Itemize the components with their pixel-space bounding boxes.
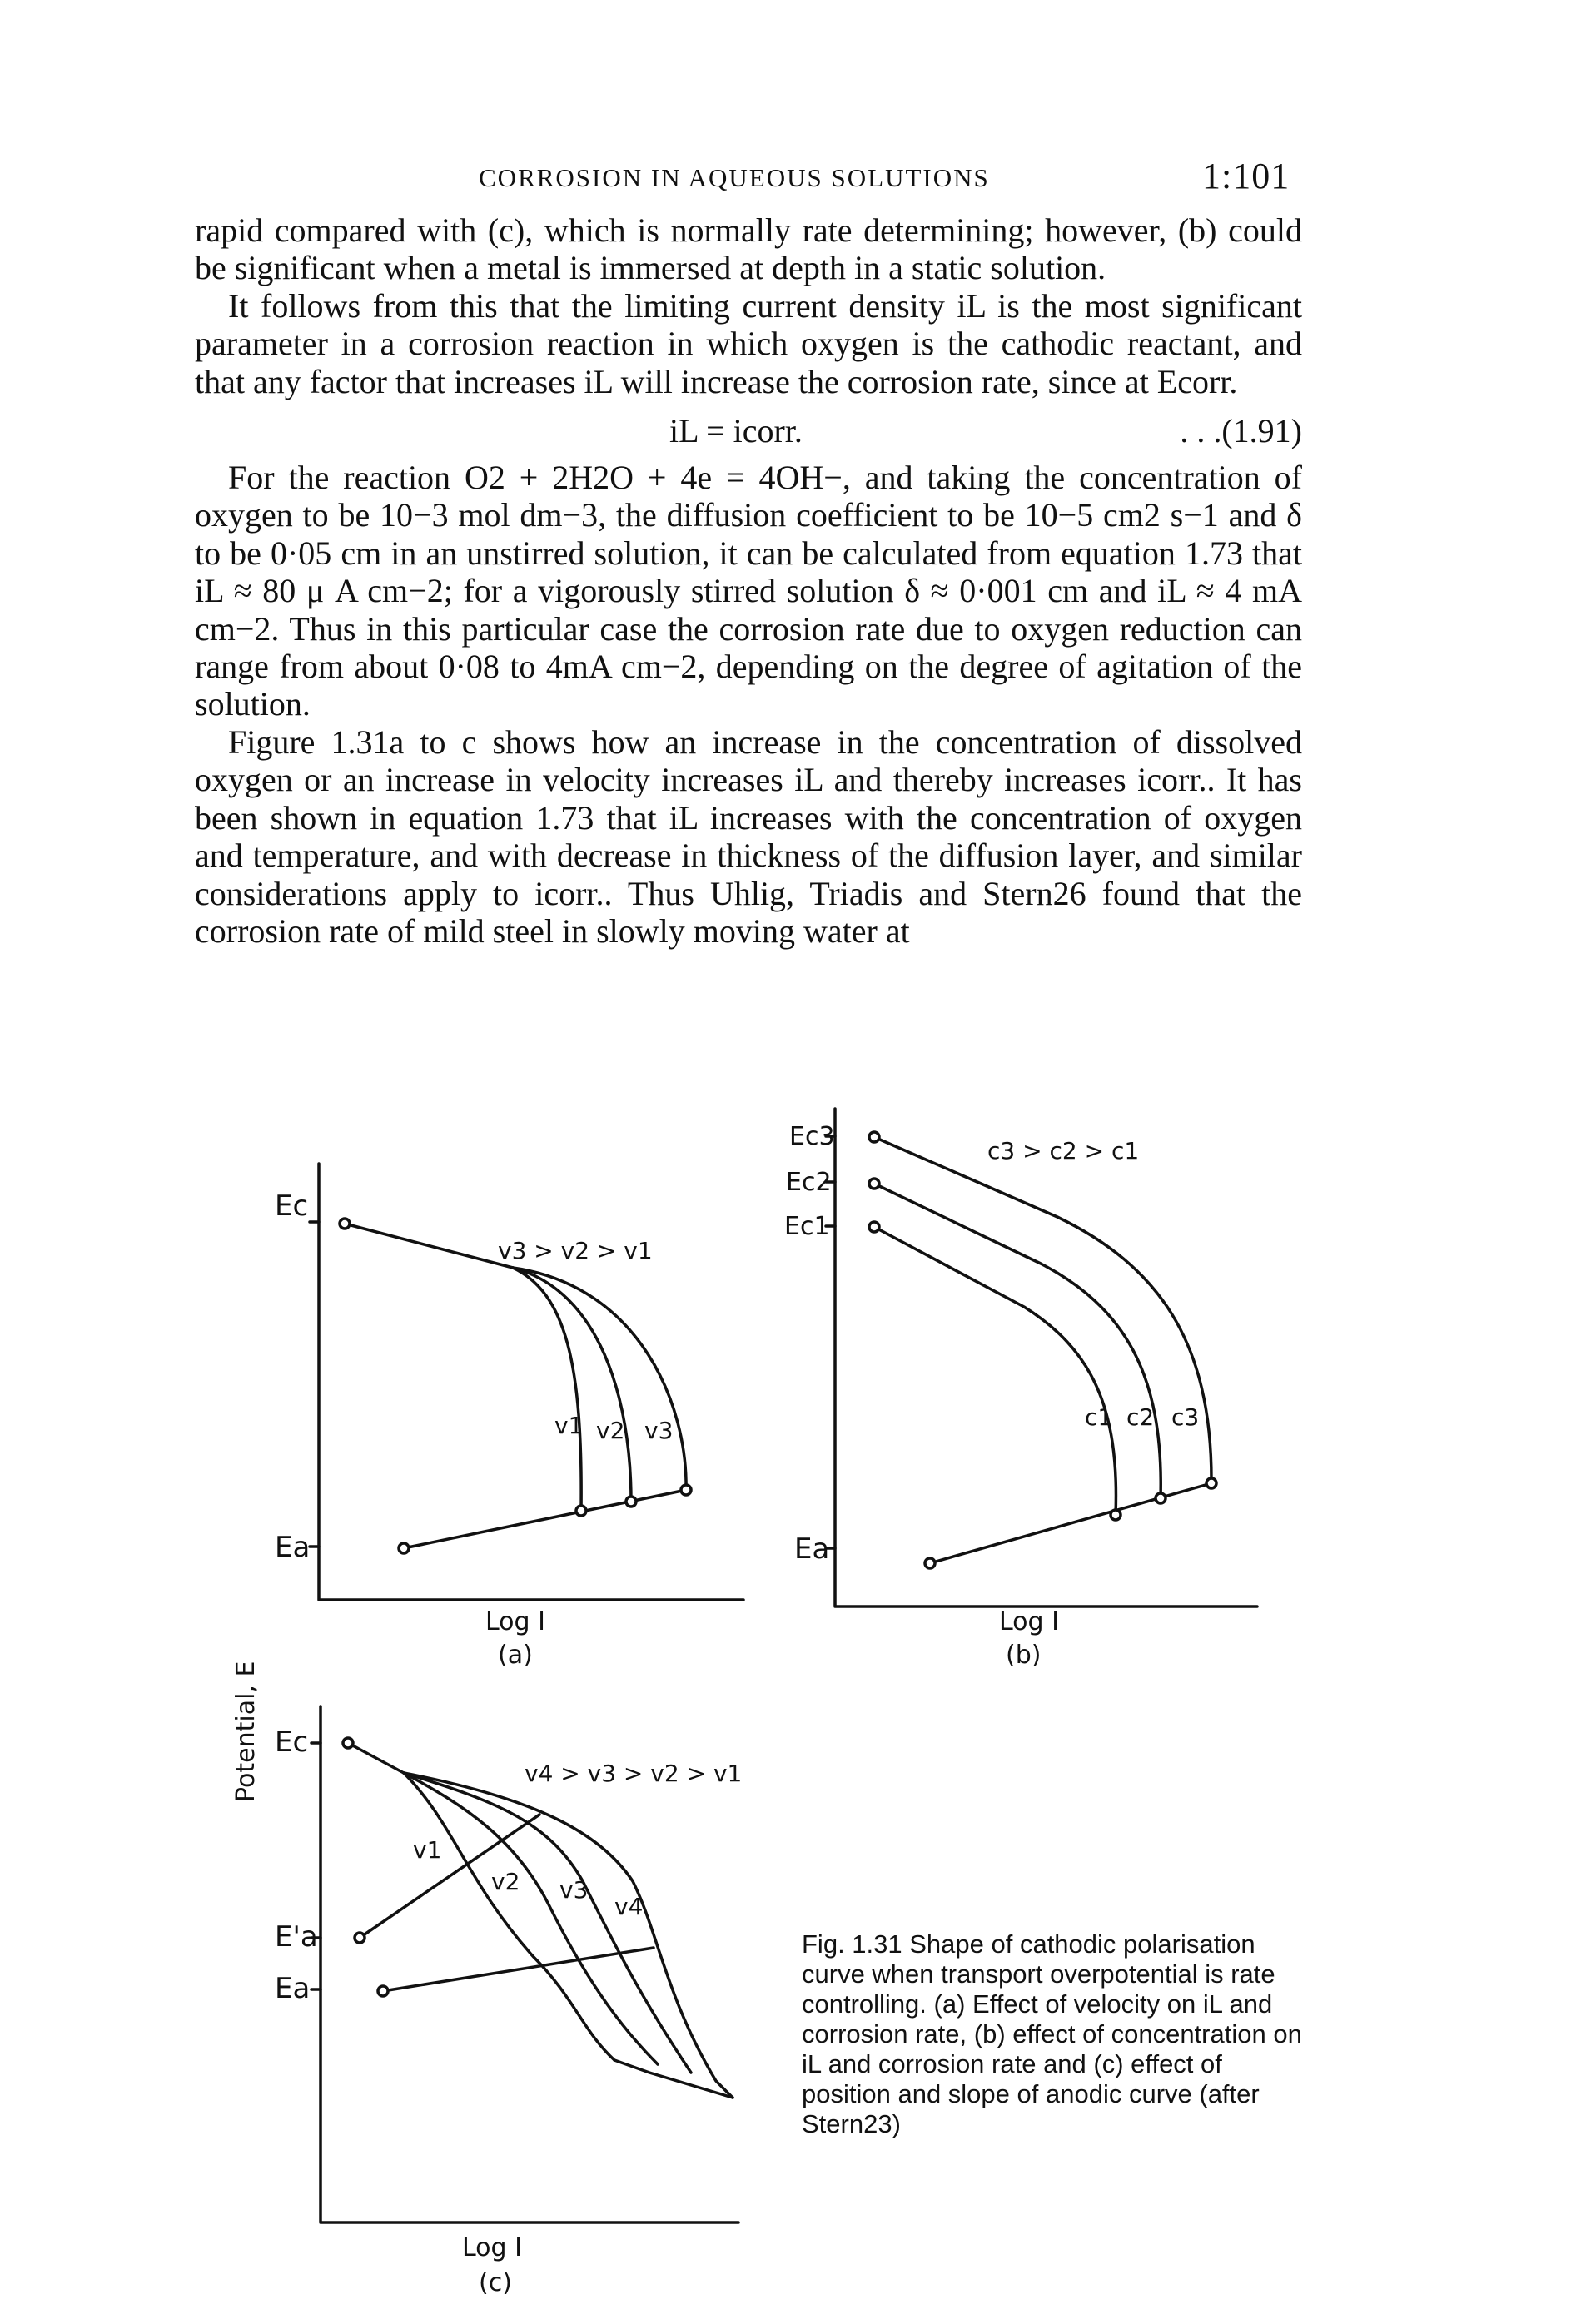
panel-c-curve-label-v3: v3 <box>559 1876 588 1904</box>
paragraph-2: It follows from this that the limiting c… <box>195 286 1302 400</box>
panel-b-tag: (b) <box>1006 1641 1041 1670</box>
panel-a-intersection-v2 <box>624 1495 638 1508</box>
panel-b <box>824 1107 1259 1608</box>
panel-a-intersection-v3 <box>679 1483 693 1497</box>
panel-a-axes <box>317 1162 745 1601</box>
paragraph-4: Figure 1.31a to c shows how an increase … <box>195 723 1302 950</box>
panel-c <box>310 1705 740 2224</box>
panel-c-anodic-steep <box>358 1813 541 1939</box>
panel-b-curve-label-c3: c3 <box>1171 1403 1199 1431</box>
panel-a-curve-v2 <box>511 1266 633 1503</box>
panel-a-ec-label: Ec <box>275 1189 308 1223</box>
panel-c-ea-prime-label: E'a <box>275 1920 318 1954</box>
panel-a-ea-label: Ea <box>275 1531 310 1564</box>
panel-b-intersection-c2 <box>1154 1492 1167 1505</box>
panel-c-ec-point <box>341 1736 355 1750</box>
panel-b-ec3-label: Ec3 <box>789 1122 835 1151</box>
panel-c-curve-v3 <box>402 1771 693 2074</box>
panel-a-xlabel: Log I <box>485 1607 545 1636</box>
panel-a-ea-point <box>397 1542 410 1555</box>
panel-b-intersection-c1 <box>1109 1508 1122 1522</box>
panel-b-ec1-label: Ec1 <box>784 1212 830 1241</box>
panel-b-axes <box>833 1107 1259 1608</box>
panel-b-ec3-point <box>868 1130 881 1144</box>
panel-c-inequality: v4 > v3 > v2 > v1 <box>525 1760 742 1787</box>
panel-a-curve-v1 <box>511 1266 583 1512</box>
panel-a-tag: (a) <box>498 1641 533 1670</box>
panel-c-ec-label: Ec <box>275 1726 308 1759</box>
page-number: 1:101 <box>1202 156 1290 196</box>
panel-a-curve-label-v2: v2 <box>596 1417 624 1444</box>
panel-c-tail <box>613 2058 734 2099</box>
panel-c-curve-v1 <box>402 1771 616 2062</box>
running-head: CORROSION IN AQUEOUS SOLUTIONS <box>479 163 990 192</box>
paragraph-3: For the reaction O2 + 2H2O + 4e = 4OH−, … <box>195 459 1302 723</box>
panel-c-curve-v2 <box>402 1771 659 2066</box>
panel-c-curve-label-v2: v2 <box>491 1868 520 1895</box>
paragraph-1: rapid compared with (c), which is normal… <box>195 211 1302 287</box>
panel-a <box>308 1162 745 1601</box>
panel-b-curve-c1 <box>873 1225 1118 1517</box>
panel-c-ea-label: Ea <box>275 1972 310 2005</box>
panel-b-intersection-c3 <box>1205 1477 1218 1490</box>
panel-a-intersection-v1 <box>574 1504 588 1517</box>
equation-number: . . .(1.91) <box>1180 412 1302 450</box>
body-text: rapid compared with (c), which is normal… <box>195 211 1302 950</box>
panel-b-curve-label-c1: c1 <box>1085 1403 1112 1431</box>
equation-body: iL = icorr. <box>669 412 803 450</box>
panel-a-cathodic-common <box>343 1222 515 1269</box>
panel-b-xlabel: Log I <box>999 1607 1059 1636</box>
panel-c-anodic-shallow <box>381 1946 655 1993</box>
panel-a-ec-point <box>338 1217 351 1230</box>
panel-b-ea-point <box>923 1557 937 1570</box>
page-header: CORROSION IN AQUEOUS SOLUTIONS 1:101 <box>0 155 1596 205</box>
panel-b-ec2-label: Ec2 <box>786 1168 832 1197</box>
panel-a-curve-label-v1: v1 <box>554 1412 583 1439</box>
shared-ylabel: Potential, E <box>231 1661 261 1802</box>
panel-c-ea-point <box>376 1984 390 1998</box>
panel-a-curve-v3 <box>511 1266 688 1492</box>
panel-c-cathodic-common <box>346 1741 405 1775</box>
panel-c-axes <box>319 1705 740 2224</box>
panel-c-curve-label-v4: v4 <box>614 1893 643 1920</box>
panel-b-anodic-line <box>928 1482 1213 1565</box>
panel-a-anodic-line <box>402 1488 688 1550</box>
panel-c-tag: (c) <box>479 2268 512 2297</box>
panel-c-curve-v4 <box>402 1771 734 2099</box>
panel-b-curve-c2 <box>873 1182 1162 1500</box>
panel-b-curve-c3 <box>873 1135 1213 1485</box>
panel-b-ec2-point <box>868 1177 881 1190</box>
panel-b-ec1-point <box>868 1220 881 1234</box>
equation-1-91: iL = icorr. . . .(1.91) <box>195 405 1302 457</box>
panel-b-ea-label: Ea <box>794 1532 829 1566</box>
panel-c-curve-label-v1: v1 <box>413 1836 441 1864</box>
panel-c-xlabel: Log I <box>462 2233 522 2262</box>
panel-b-curve-label-c2: c2 <box>1126 1403 1154 1431</box>
panel-a-inequality: v3 > v2 > v1 <box>498 1237 653 1264</box>
panel-c-ea-prime-point <box>353 1931 366 1944</box>
figure-caption: Fig. 1.31 Shape of cathodic polarisation… <box>802 1929 1302 2138</box>
panel-a-curve-label-v3: v3 <box>644 1417 673 1444</box>
panel-b-inequality: c3 > c2 > c1 <box>987 1137 1139 1164</box>
